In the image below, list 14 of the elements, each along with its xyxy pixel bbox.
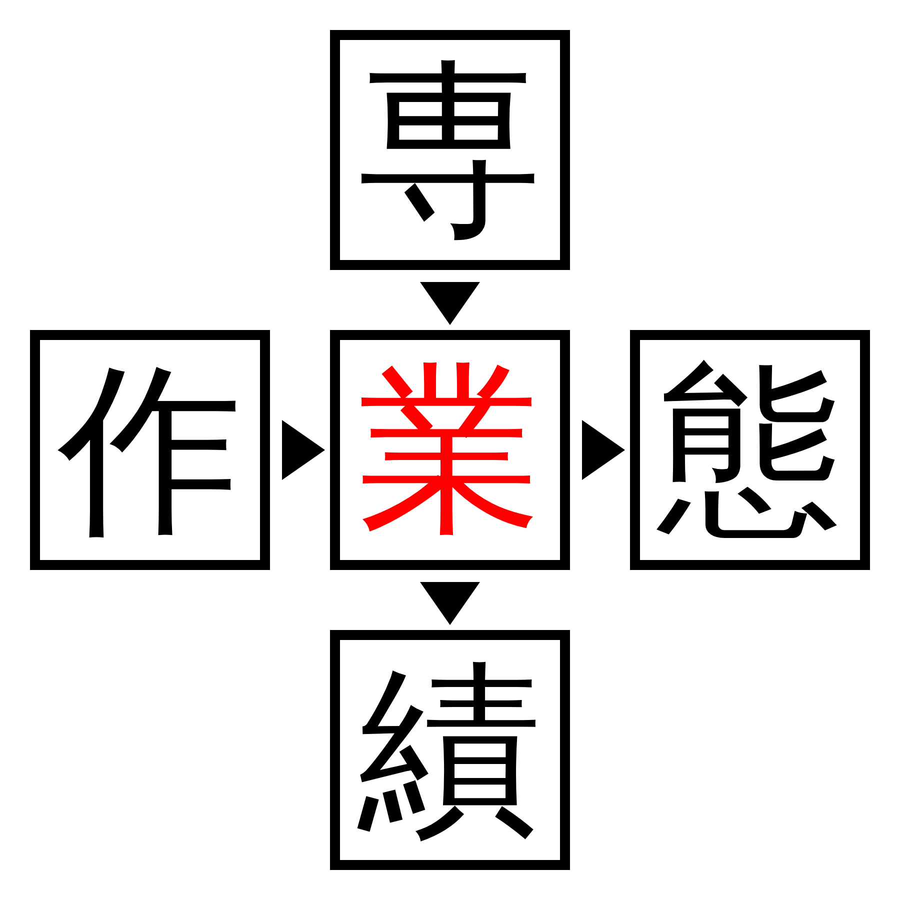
kanji-character: 態 xyxy=(658,358,842,542)
character-box xyxy=(330,630,570,870)
arrow xyxy=(282,420,325,480)
character-box xyxy=(330,330,570,570)
arrow xyxy=(582,420,625,480)
character-box xyxy=(30,330,270,570)
kanji-character: 専 xyxy=(358,58,542,242)
character-box xyxy=(630,330,870,570)
arrow xyxy=(420,282,480,325)
kanji-character: 作 xyxy=(58,358,242,542)
kanji-character: 績 xyxy=(358,658,542,842)
kanji-character: 業 xyxy=(358,358,542,542)
arrow xyxy=(420,582,480,625)
character-box xyxy=(330,30,570,270)
